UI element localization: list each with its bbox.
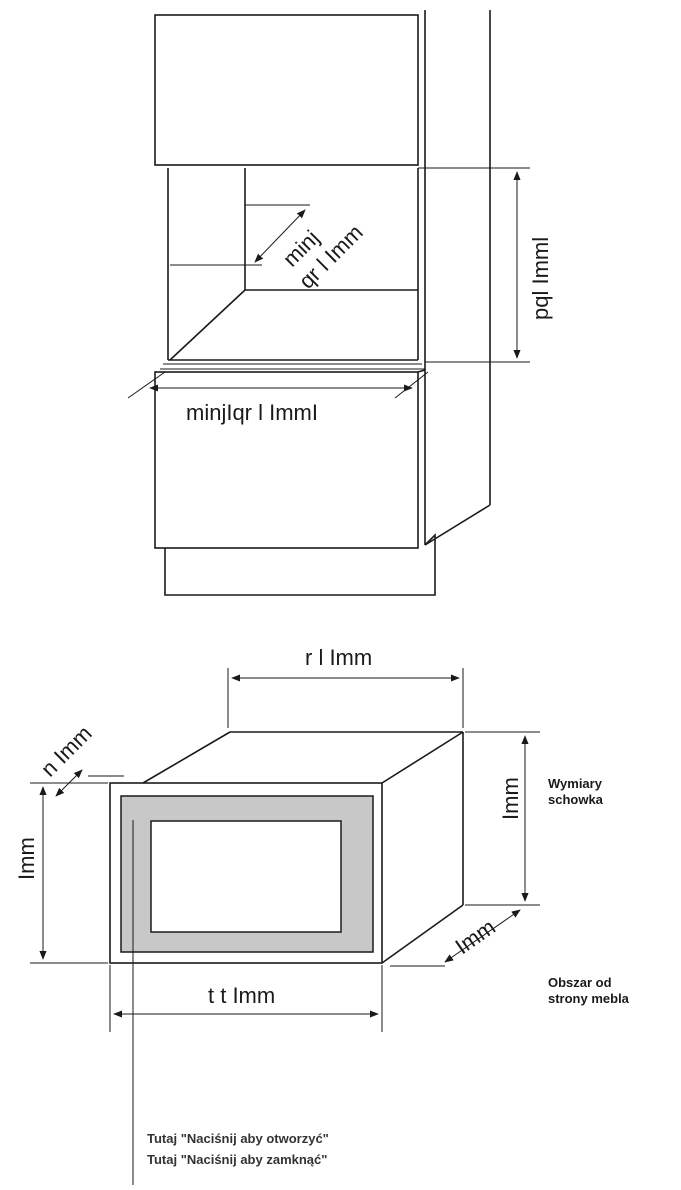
note-side-line2: strony mebla	[548, 991, 630, 1006]
depth-label: Imm	[451, 914, 500, 959]
left-height-label: Imm	[14, 837, 39, 880]
width-label: minjIqr l ImmI	[186, 400, 318, 425]
frame-label: n Imm	[36, 721, 97, 782]
front-panel-window	[150, 820, 342, 933]
width-ext-right	[394, 371, 429, 399]
box-figure: r l Imm n Imm Imm Imm Imm t t Imm	[14, 645, 630, 1185]
top-width-label: r l Imm	[305, 645, 372, 670]
box-bottom-right-edge	[381, 904, 464, 964]
lower-cabinet	[154, 371, 419, 549]
note-press-open: Tutaj "Naciśnij aby otworzyć"	[147, 1131, 329, 1146]
cabinet-figure: minj qr l Imm pql Imml minjIqr l ImmI	[127, 10, 553, 596]
plinth	[164, 533, 436, 596]
box-front	[109, 782, 383, 964]
note-dimensions-line2: schowka	[548, 792, 604, 807]
cabinet-side-bottom	[424, 504, 491, 546]
upper-cabinet	[154, 14, 419, 166]
depth-dim-line	[254, 209, 306, 263]
bottom-width-label: t t Imm	[208, 983, 275, 1008]
box-top-right-edge	[381, 731, 464, 784]
right-height-label: Imm	[498, 777, 523, 820]
note-press-close: Tutaj "Naciśnij aby zamknąć"	[147, 1152, 327, 1167]
width-ext-left	[127, 371, 166, 399]
height-label: pql Imml	[528, 237, 553, 320]
note-dimensions-line1: Wymiary	[548, 776, 603, 791]
note-side-line1: Obszar od	[548, 975, 612, 990]
box-top-left-edge	[142, 731, 231, 784]
depth-dim-line	[444, 909, 521, 963]
lower-cabinet-edge	[417, 369, 426, 373]
niche-floor-diag	[169, 289, 246, 361]
